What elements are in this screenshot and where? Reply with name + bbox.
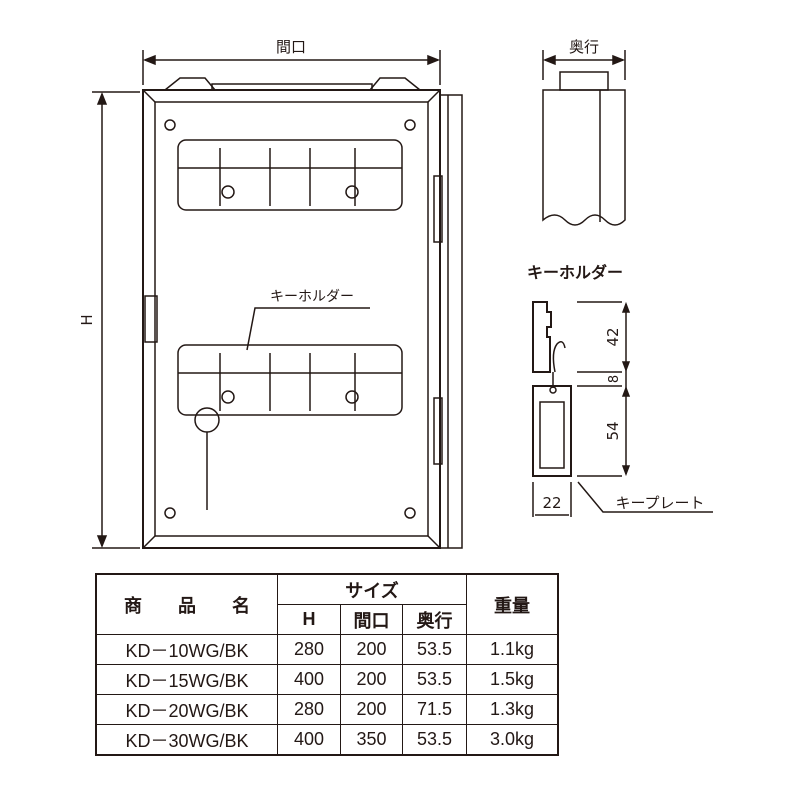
header-size: サイズ bbox=[277, 573, 467, 605]
key-holder-detail: 42 8 54 22 キープレート bbox=[532, 301, 713, 517]
width-value: 200 bbox=[340, 634, 403, 665]
depth-value: 53.5 bbox=[402, 724, 467, 756]
width-value: 200 bbox=[340, 694, 403, 725]
width-value: 350 bbox=[340, 724, 403, 756]
width-label: 間口 bbox=[276, 38, 306, 56]
h-value: 400 bbox=[277, 724, 341, 756]
key-plate-label: キープレート bbox=[615, 494, 704, 512]
depth-value: 53.5 bbox=[402, 664, 467, 695]
svg-text:22: 22 bbox=[542, 494, 561, 512]
svg-text:キーホルダー: キーホルダー bbox=[270, 289, 354, 305]
height-dimension: H bbox=[78, 91, 140, 549]
product-name: KD－30WG/BK bbox=[95, 724, 278, 756]
h-value: 280 bbox=[277, 634, 341, 665]
header-h: H bbox=[277, 604, 341, 635]
key-holder-bottom bbox=[177, 344, 403, 510]
product-name: KD－20WG/BK bbox=[95, 694, 278, 725]
depth-value: 71.5 bbox=[402, 694, 467, 725]
weight-value: 1.3kg bbox=[466, 694, 559, 725]
weight-value: 1.1kg bbox=[466, 634, 559, 665]
height-label: H bbox=[78, 314, 96, 325]
header-depth: 奥行 bbox=[402, 604, 467, 635]
h-value: 280 bbox=[277, 694, 341, 725]
width-value: 200 bbox=[340, 664, 403, 695]
depth-label: 奥行 bbox=[569, 38, 599, 56]
depth-value: 53.5 bbox=[402, 634, 467, 665]
h-value: 400 bbox=[277, 664, 341, 695]
key-holder-top bbox=[177, 139, 403, 211]
width-dimension: 間口 bbox=[142, 38, 441, 85]
weight-value: 3.0kg bbox=[466, 724, 559, 756]
svg-text:54: 54 bbox=[604, 421, 622, 440]
cabinet-side-view: 奥行 bbox=[542, 38, 626, 226]
key-holder-label: キーホルダー bbox=[527, 263, 623, 282]
cabinet-front bbox=[142, 77, 463, 549]
weight-value: 1.5kg bbox=[466, 664, 559, 695]
header-name: 商 品 名 bbox=[95, 573, 278, 635]
header-width: 間口 bbox=[340, 604, 403, 635]
product-name: KD－15WG/BK bbox=[95, 664, 278, 695]
product-name: KD－10WG/BK bbox=[95, 634, 278, 665]
key-holder-callout: キーホルダー bbox=[246, 289, 370, 351]
key-cabinet-diagram: 間口 H キーホルダー bbox=[78, 38, 713, 549]
svg-text:42: 42 bbox=[604, 327, 622, 346]
svg-text:8: 8 bbox=[607, 375, 622, 383]
header-weight: 重量 bbox=[466, 573, 559, 635]
